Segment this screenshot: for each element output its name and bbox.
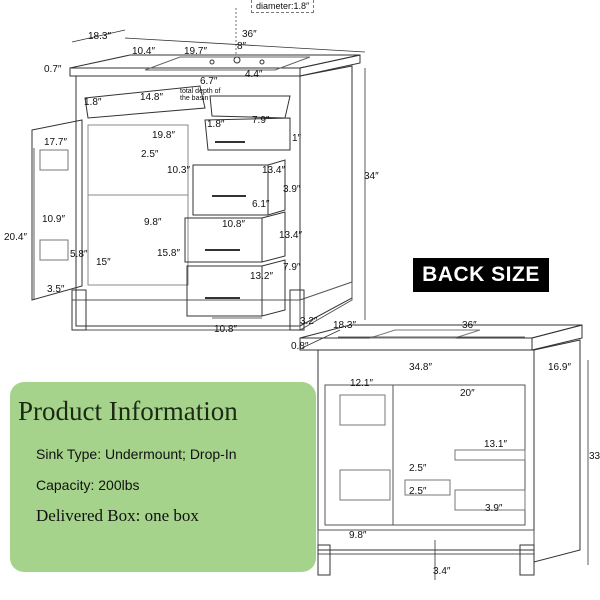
back-dim-top-thickness: 0.8″ bbox=[291, 341, 309, 352]
back-dim-gap-2: 2.5″ bbox=[409, 486, 427, 497]
dim-top-thickness: 0.7″ bbox=[44, 64, 62, 75]
dim-drawer-depth-1: 13.4″ bbox=[262, 165, 286, 176]
dim-door-shelf-height: 10.9″ bbox=[42, 214, 66, 225]
back-size-label: BACK SIZE bbox=[413, 258, 549, 292]
back-dim-base-height: 3.4″ bbox=[433, 566, 451, 577]
back-dim-right-opening: 20″ bbox=[460, 388, 475, 399]
dim-cabinet-depth: 15.8″ bbox=[157, 248, 181, 259]
back-dim-lower-height: 9.8″ bbox=[349, 530, 367, 541]
dim-door-width: 17.7″ bbox=[44, 137, 68, 148]
product-info-title: Product Information bbox=[18, 396, 238, 426]
dim-basin-offset: 10.4″ bbox=[132, 46, 156, 57]
sink-type-text: Sink Type: Undermount; Drop-In bbox=[36, 446, 237, 462]
back-dim-depth: 18.3″ bbox=[333, 320, 357, 331]
dim-lower-compartment: 9.8″ bbox=[144, 217, 162, 228]
capacity-text: Capacity: 200lbs bbox=[36, 477, 140, 493]
drain-diameter-note: diameter:1.8″ bbox=[251, 0, 315, 13]
back-dim-total-height: 33. bbox=[589, 451, 600, 462]
dim-small-drawer-height: 1″ bbox=[292, 133, 302, 144]
dim-shelf-gap: 2.5″ bbox=[141, 149, 159, 160]
dim-total-height: 34″ bbox=[364, 171, 379, 182]
dim-door-shelf-depth: 5.8″ bbox=[70, 249, 88, 260]
dim-width: 36″ bbox=[242, 29, 257, 40]
dim-door-height: 20.4″ bbox=[4, 232, 28, 243]
dim-drawer-width-2: 10.8″ bbox=[214, 324, 238, 335]
dim-base-height: 3.2″ bbox=[300, 316, 318, 327]
back-dim-left-opening: 12.1″ bbox=[350, 378, 374, 389]
back-dim-inner-width: 34.8″ bbox=[409, 362, 433, 373]
dim-tilt-drawer-width: 14.8″ bbox=[140, 92, 164, 103]
dim-drawer-depth-3: 13.2″ bbox=[250, 271, 274, 282]
dim-cabinet-inner-width: 19.8″ bbox=[152, 130, 176, 141]
dim-drawer-gap-right: 1.8″ bbox=[207, 119, 225, 130]
dim-faucet-depth: 4.4″ bbox=[245, 69, 263, 80]
delivered-box-text: Delivered Box: one box bbox=[36, 506, 199, 525]
dim-drawer-height-2: 7.9″ bbox=[283, 262, 301, 273]
back-dim-inner-depth: 16.9″ bbox=[548, 362, 572, 373]
product-info-panel: Product Information Sink Type: Undermoun… bbox=[10, 382, 316, 572]
dim-small-drawer-width: 7.9″ bbox=[252, 115, 270, 126]
basin-depth-note: total depth of the basin bbox=[180, 88, 221, 103]
dim-drawer-depth-2: 13.4″ bbox=[279, 230, 303, 241]
back-dim-bottom-gap: 3.9″ bbox=[485, 503, 503, 514]
dim-door-shelf-width: 15″ bbox=[96, 257, 111, 268]
dim-basin-width: 19.7″ bbox=[184, 46, 208, 57]
dim-drawer-face-height: 6.1″ bbox=[252, 199, 270, 210]
dim-basin-depth: 6.7″ bbox=[200, 76, 218, 87]
back-dim-opening-height: 13.1″ bbox=[484, 439, 508, 450]
dim-upper-compartment: 10.3″ bbox=[167, 165, 191, 176]
dim-drawer-gap-left: 1.8″ bbox=[84, 97, 102, 108]
dim-leg-height: 3.5″ bbox=[47, 284, 65, 295]
back-dim-gap-1: 2.5″ bbox=[409, 463, 427, 474]
dim-faucet-spread: 8″ bbox=[237, 41, 247, 52]
dim-depth: 18.3″ bbox=[88, 31, 112, 42]
dim-drawer-width-1: 10.8″ bbox=[222, 219, 246, 230]
dim-drawer-height-1: 3.9″ bbox=[283, 184, 301, 195]
countertop-front bbox=[69, 67, 301, 77]
back-dim-width: 36″ bbox=[462, 320, 477, 331]
countertop-side bbox=[299, 54, 361, 77]
